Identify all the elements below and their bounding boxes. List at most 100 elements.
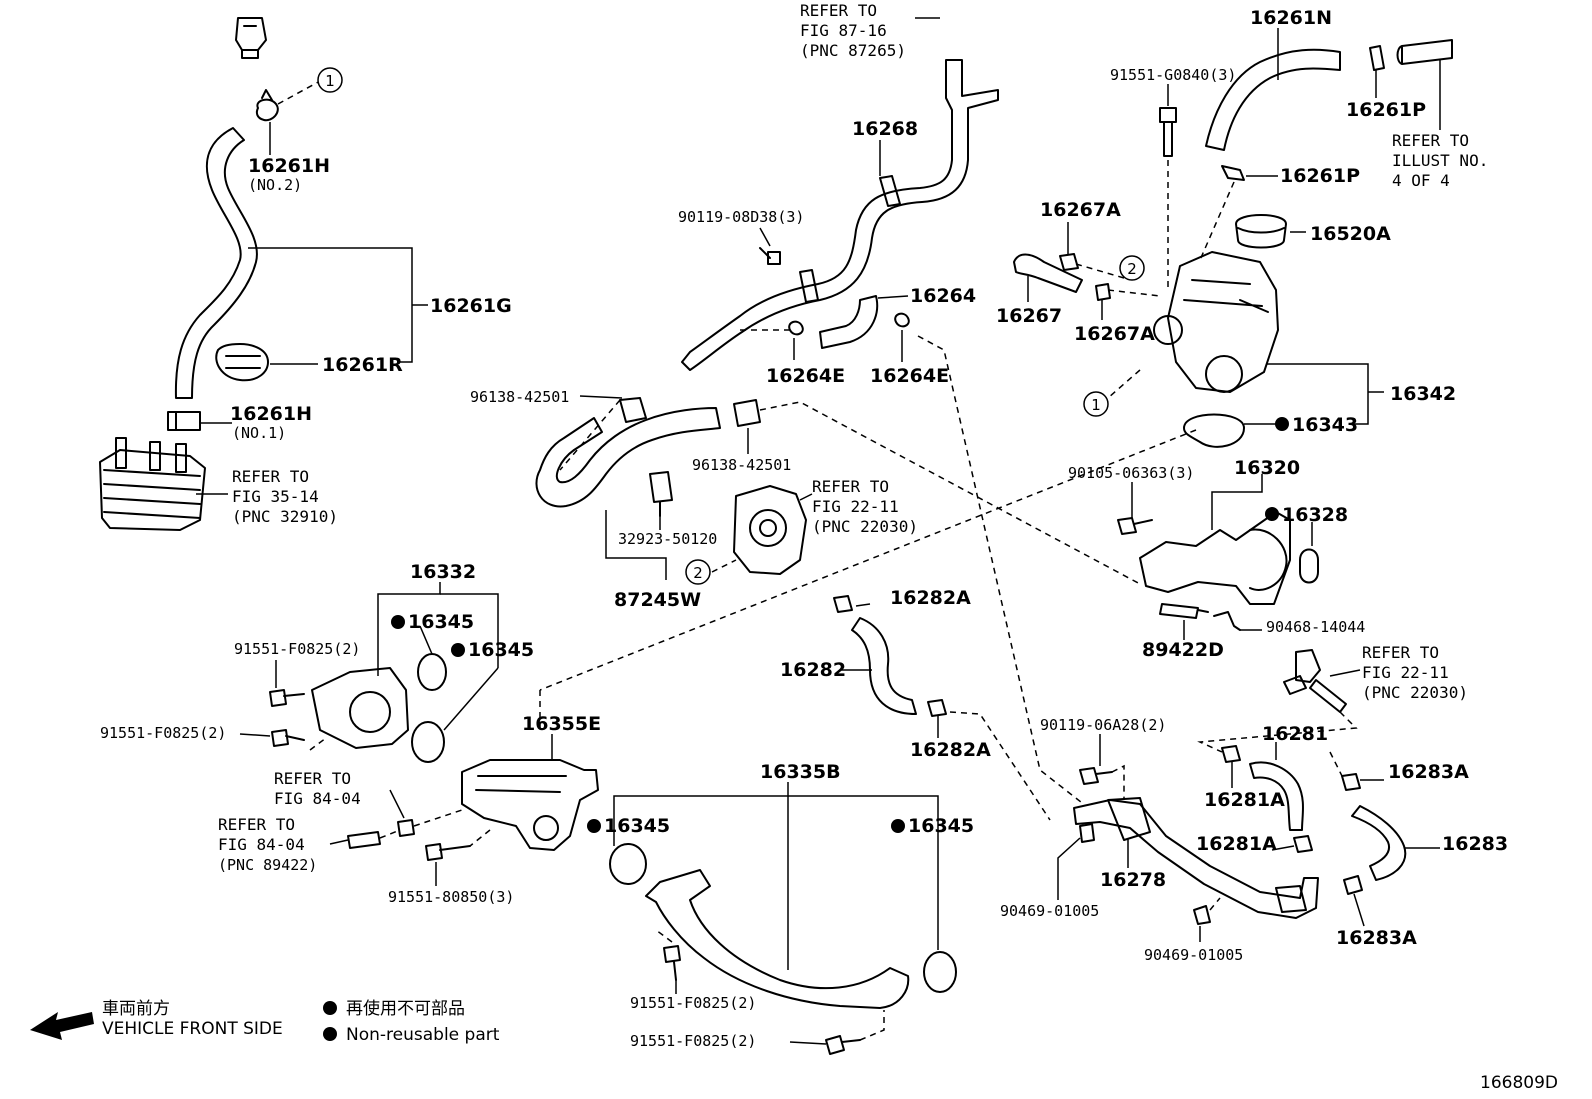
label-16261n: 16261N <box>1250 7 1332 29</box>
clip-90469-a[interactable] <box>1079 823 1095 843</box>
label-16281: 16281 <box>1262 723 1328 745</box>
clamp-16282a-bottom[interactable] <box>927 699 947 717</box>
connector-ref-22-11-b[interactable] <box>1283 649 1321 695</box>
bolt-91551-f0825-c[interactable] <box>663 945 681 981</box>
callout-2-right <box>1119 255 1145 281</box>
hose-16264[interactable] <box>819 295 879 349</box>
label-91551-g0840: 91551-G0840(3) <box>1110 66 1236 84</box>
hose-87245w[interactable] <box>535 407 721 508</box>
cap-16520a[interactable] <box>1235 214 1287 249</box>
pipe-ref-illust[interactable] <box>1396 39 1453 65</box>
sensor-ref-84-04[interactable] <box>347 831 381 849</box>
connector-87265[interactable] <box>235 17 267 59</box>
label-16261p-b: 16261P <box>1280 165 1360 187</box>
pipe-16335b[interactable] <box>645 869 910 1009</box>
label-16283: 16283 <box>1442 833 1508 855</box>
clamp-16282a-top[interactable] <box>833 595 853 613</box>
water-outlet-16342[interactable] <box>1153 251 1279 393</box>
clamp-16283a-b[interactable] <box>1343 875 1363 895</box>
ref-fig-87-16-line1: REFER TO <box>800 1 877 20</box>
pipe-16268-group <box>235 17 999 371</box>
pipe-16278[interactable] <box>1073 799 1319 919</box>
hose-16267[interactable] <box>1013 253 1083 293</box>
bolt-90119-08d38[interactable] <box>759 247 781 265</box>
label-90105: 90105-06363(3) <box>1068 464 1194 482</box>
label-16264e-a: 16264E <box>766 365 845 387</box>
bolt-91551-f0825-d[interactable] <box>825 1035 861 1055</box>
housing-16355e[interactable] <box>461 759 599 851</box>
clamp-16281a-b[interactable] <box>1293 835 1313 853</box>
legend-dot-icon-en <box>323 1027 337 1041</box>
clamp-16281a-a[interactable] <box>1221 745 1241 763</box>
pipe-16335b-group <box>609 595 1051 1055</box>
label-16268: 16268 <box>852 118 918 140</box>
pipe-16268[interactable] <box>681 59 999 371</box>
label-16343: 16343 <box>1292 414 1358 436</box>
label-16320: 16320 <box>1234 457 1300 479</box>
clamp-16261h-no1[interactable] <box>167 411 201 431</box>
label-16261p-a: 16261P <box>1346 99 1426 121</box>
clamp-16267a-b[interactable] <box>1095 283 1111 301</box>
bolt-91551-f0825-a[interactable] <box>269 689 305 707</box>
hose-16281[interactable] <box>1249 761 1304 831</box>
nonreusable-dot-16328 <box>1265 507 1279 521</box>
gasket-16345-b[interactable] <box>411 721 445 763</box>
nonreusable-dot-16345-c <box>587 819 601 833</box>
hose-16283[interactable] <box>1351 805 1407 881</box>
clamp-16261p-bottom[interactable] <box>1221 165 1245 181</box>
ref-illust-line3: 4 OF 4 <box>1392 171 1450 190</box>
egr-cooler-22030[interactable] <box>733 485 807 575</box>
water-inlet-16320[interactable] <box>1139 511 1291 605</box>
label-16332: 16332 <box>410 561 476 583</box>
sensor-89422d[interactable] <box>1159 603 1209 619</box>
hose-16261g[interactable] <box>174 127 258 399</box>
o-ring-16328[interactable] <box>1299 548 1319 584</box>
oil-cooler[interactable] <box>99 437 206 531</box>
ref-fig-22-11-b-line1: REFER TO <box>1362 643 1439 662</box>
callout-2-center-text: 2 <box>693 564 703 582</box>
clip-90469-b[interactable] <box>1193 905 1211 925</box>
gasket-16345-c[interactable] <box>609 843 647 885</box>
clip-90468[interactable] <box>1213 611 1241 631</box>
clamp-96138-b[interactable] <box>733 399 761 427</box>
label-16267: 16267 <box>996 305 1062 327</box>
sensor-32923[interactable] <box>649 471 673 517</box>
clamp-16261h-no2[interactable] <box>255 89 279 122</box>
clamp-16283a-a[interactable] <box>1341 773 1361 791</box>
gasket-16345-a[interactable] <box>417 653 447 691</box>
clamp-16261r[interactable] <box>215 343 269 382</box>
ref-fig-84-04-b-line1: REFER TO <box>218 815 295 834</box>
nonreusable-dot-16345-b <box>451 643 465 657</box>
housing-16332[interactable] <box>311 667 409 749</box>
gasket-16345-d[interactable] <box>923 951 957 993</box>
bolt-91551-f0825-b[interactable] <box>271 729 305 747</box>
label-90119-08d38: 90119-08D38(3) <box>678 208 804 226</box>
callout-1-right <box>1083 391 1109 417</box>
clamp-96138-a[interactable] <box>619 397 647 423</box>
figure-id: 166809D <box>1480 1073 1558 1093</box>
bolt-91551-80850[interactable] <box>425 843 471 861</box>
legend-nonreuse-jp: 再使用不可部品 <box>346 998 465 1019</box>
clamp-16264e-b[interactable] <box>894 312 910 328</box>
hose-16261n[interactable] <box>1205 48 1341 151</box>
legend-nonreuse-en: Non-reusable part <box>346 1025 500 1045</box>
bolt-91551-g0840[interactable] <box>1159 107 1177 157</box>
label-91551-f0825-a: 91551-F0825(2) <box>234 640 360 658</box>
ref-fig-22-11-a-line2: FIG 22-11 <box>812 497 899 516</box>
label-91551-f0825-c: 91551-F0825(2) <box>630 994 756 1012</box>
clamp-16261p-top[interactable] <box>1369 45 1385 71</box>
plug-ref-84-04[interactable] <box>397 819 415 837</box>
hose-16282[interactable] <box>851 617 917 715</box>
clamp-16267a-a[interactable] <box>1059 253 1079 271</box>
ref-illust-line1: REFER TO <box>1392 131 1469 150</box>
clamp-16264e-a[interactable] <box>788 320 804 336</box>
gasket-16343[interactable] <box>1183 413 1245 448</box>
label-16278: 16278 <box>1100 869 1166 891</box>
bolt-90105-06363[interactable] <box>1117 517 1153 535</box>
bolt-90119-06a28[interactable] <box>1079 767 1113 785</box>
housing-16332-group <box>239 582 499 763</box>
label-89422d: 89422D <box>1142 639 1224 661</box>
ref-fig-84-04-b-line2: FIG 84-04 <box>218 835 305 854</box>
label-90468: 90468-14044 <box>1266 618 1365 636</box>
